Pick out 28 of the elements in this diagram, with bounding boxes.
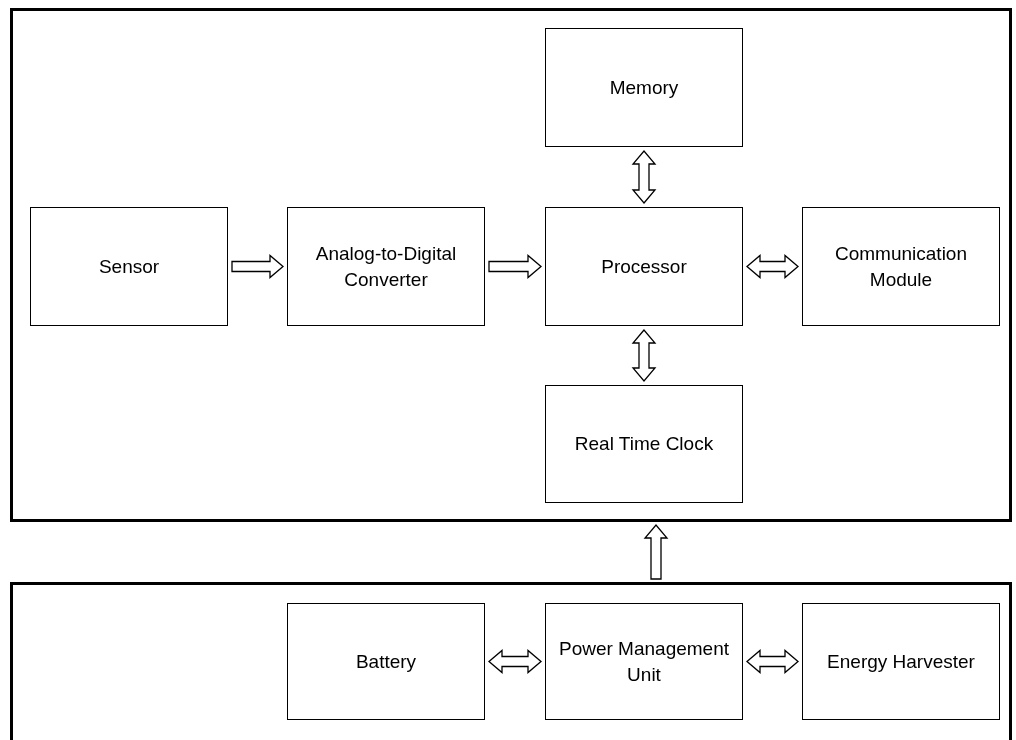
- block-box: [545, 207, 743, 326]
- block-label: Battery: [354, 649, 418, 674]
- block-label: Communication Module: [834, 241, 968, 292]
- block-arrow: [643, 524, 669, 580]
- system-panel: [10, 582, 1012, 740]
- block-arrow: [488, 254, 542, 279]
- block-box: [287, 603, 485, 720]
- system-panel: [10, 8, 1012, 522]
- block-box: [545, 28, 743, 147]
- block-label: Energy Harvester: [826, 649, 976, 674]
- block-label: Real Time Clock: [573, 432, 715, 456]
- block-box: [802, 207, 1000, 326]
- block-arrow: [488, 649, 542, 674]
- block-label: Processor: [600, 254, 688, 279]
- block-box: [545, 385, 743, 503]
- block-label: Analog-to-Digital Converter: [314, 241, 458, 292]
- block-box: [30, 207, 228, 326]
- block-box: [802, 603, 1000, 720]
- block-arrow: [631, 150, 657, 204]
- block-label: Sensor: [97, 254, 161, 279]
- block-arrow: [746, 254, 799, 279]
- block-label: Power Management Unit: [557, 636, 730, 687]
- block-label: Memory: [608, 75, 680, 100]
- block-box: [287, 207, 485, 326]
- block-arrow: [746, 649, 799, 674]
- block-arrow: [231, 254, 284, 279]
- block-arrow: [631, 329, 657, 382]
- block-box: [545, 603, 743, 720]
